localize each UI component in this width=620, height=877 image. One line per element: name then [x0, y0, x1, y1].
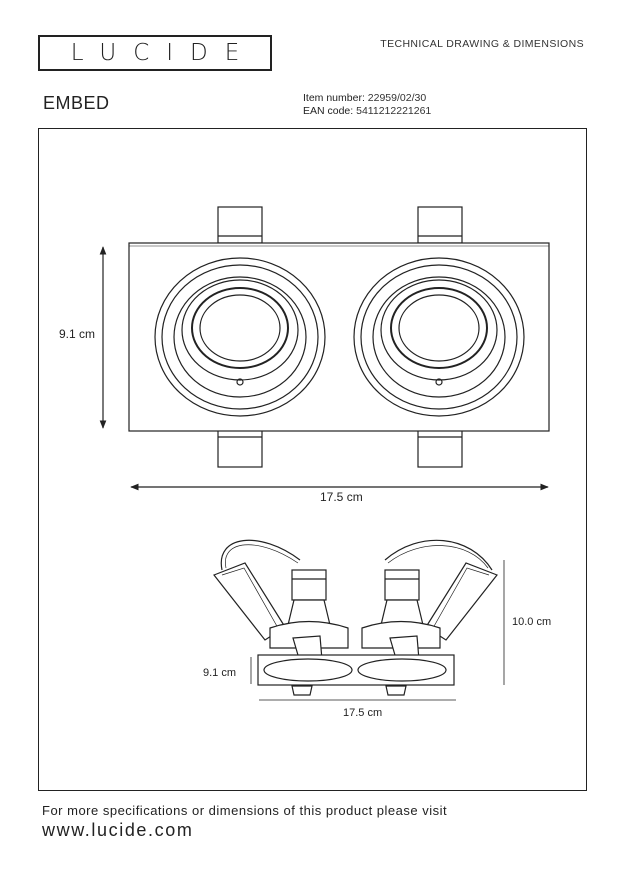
top-height-label: 9.1 cm	[59, 327, 95, 341]
side-view	[213, 539, 505, 701]
downlight-left	[154, 257, 326, 417]
side-width-label: 17.5 cm	[343, 707, 382, 719]
side-frame-height-label: 9.1 cm	[203, 667, 236, 679]
footer-url[interactable]: www.lucide.com	[42, 820, 194, 840]
document-type: TECHNICAL DRAWING & DIMENSIONS	[380, 38, 584, 50]
ean-row: EAN code: 5411212221261	[303, 105, 431, 118]
side-total-height-label: 10.0 cm	[512, 616, 551, 628]
downlight-right	[353, 257, 525, 417]
socket-left	[269, 569, 349, 663]
item-number-value: 22959/02/30	[367, 92, 427, 104]
mounting-clip	[217, 206, 463, 468]
brand-logo-text: LUCIDE	[70, 40, 257, 66]
brand-logo: LUCIDE	[38, 35, 272, 71]
product-name: EMBED	[43, 93, 110, 113]
item-number-label: Item number:	[303, 92, 365, 104]
side-frame	[257, 654, 455, 686]
top-view	[99, 206, 550, 491]
socket-right	[361, 569, 441, 663]
footer-note: For more specifications or dimensions of…	[42, 803, 448, 818]
ean-value: 5411212221261	[356, 105, 432, 117]
top-width-label: 17.5 cm	[320, 490, 363, 504]
drawing-frame	[38, 128, 587, 791]
ean-label: EAN code:	[303, 105, 354, 117]
item-number-row: Item number: 22959/02/30	[303, 92, 431, 105]
power-cable	[220, 539, 301, 571]
product-meta: Item number: 22959/02/30 EAN code: 54112…	[303, 92, 431, 118]
